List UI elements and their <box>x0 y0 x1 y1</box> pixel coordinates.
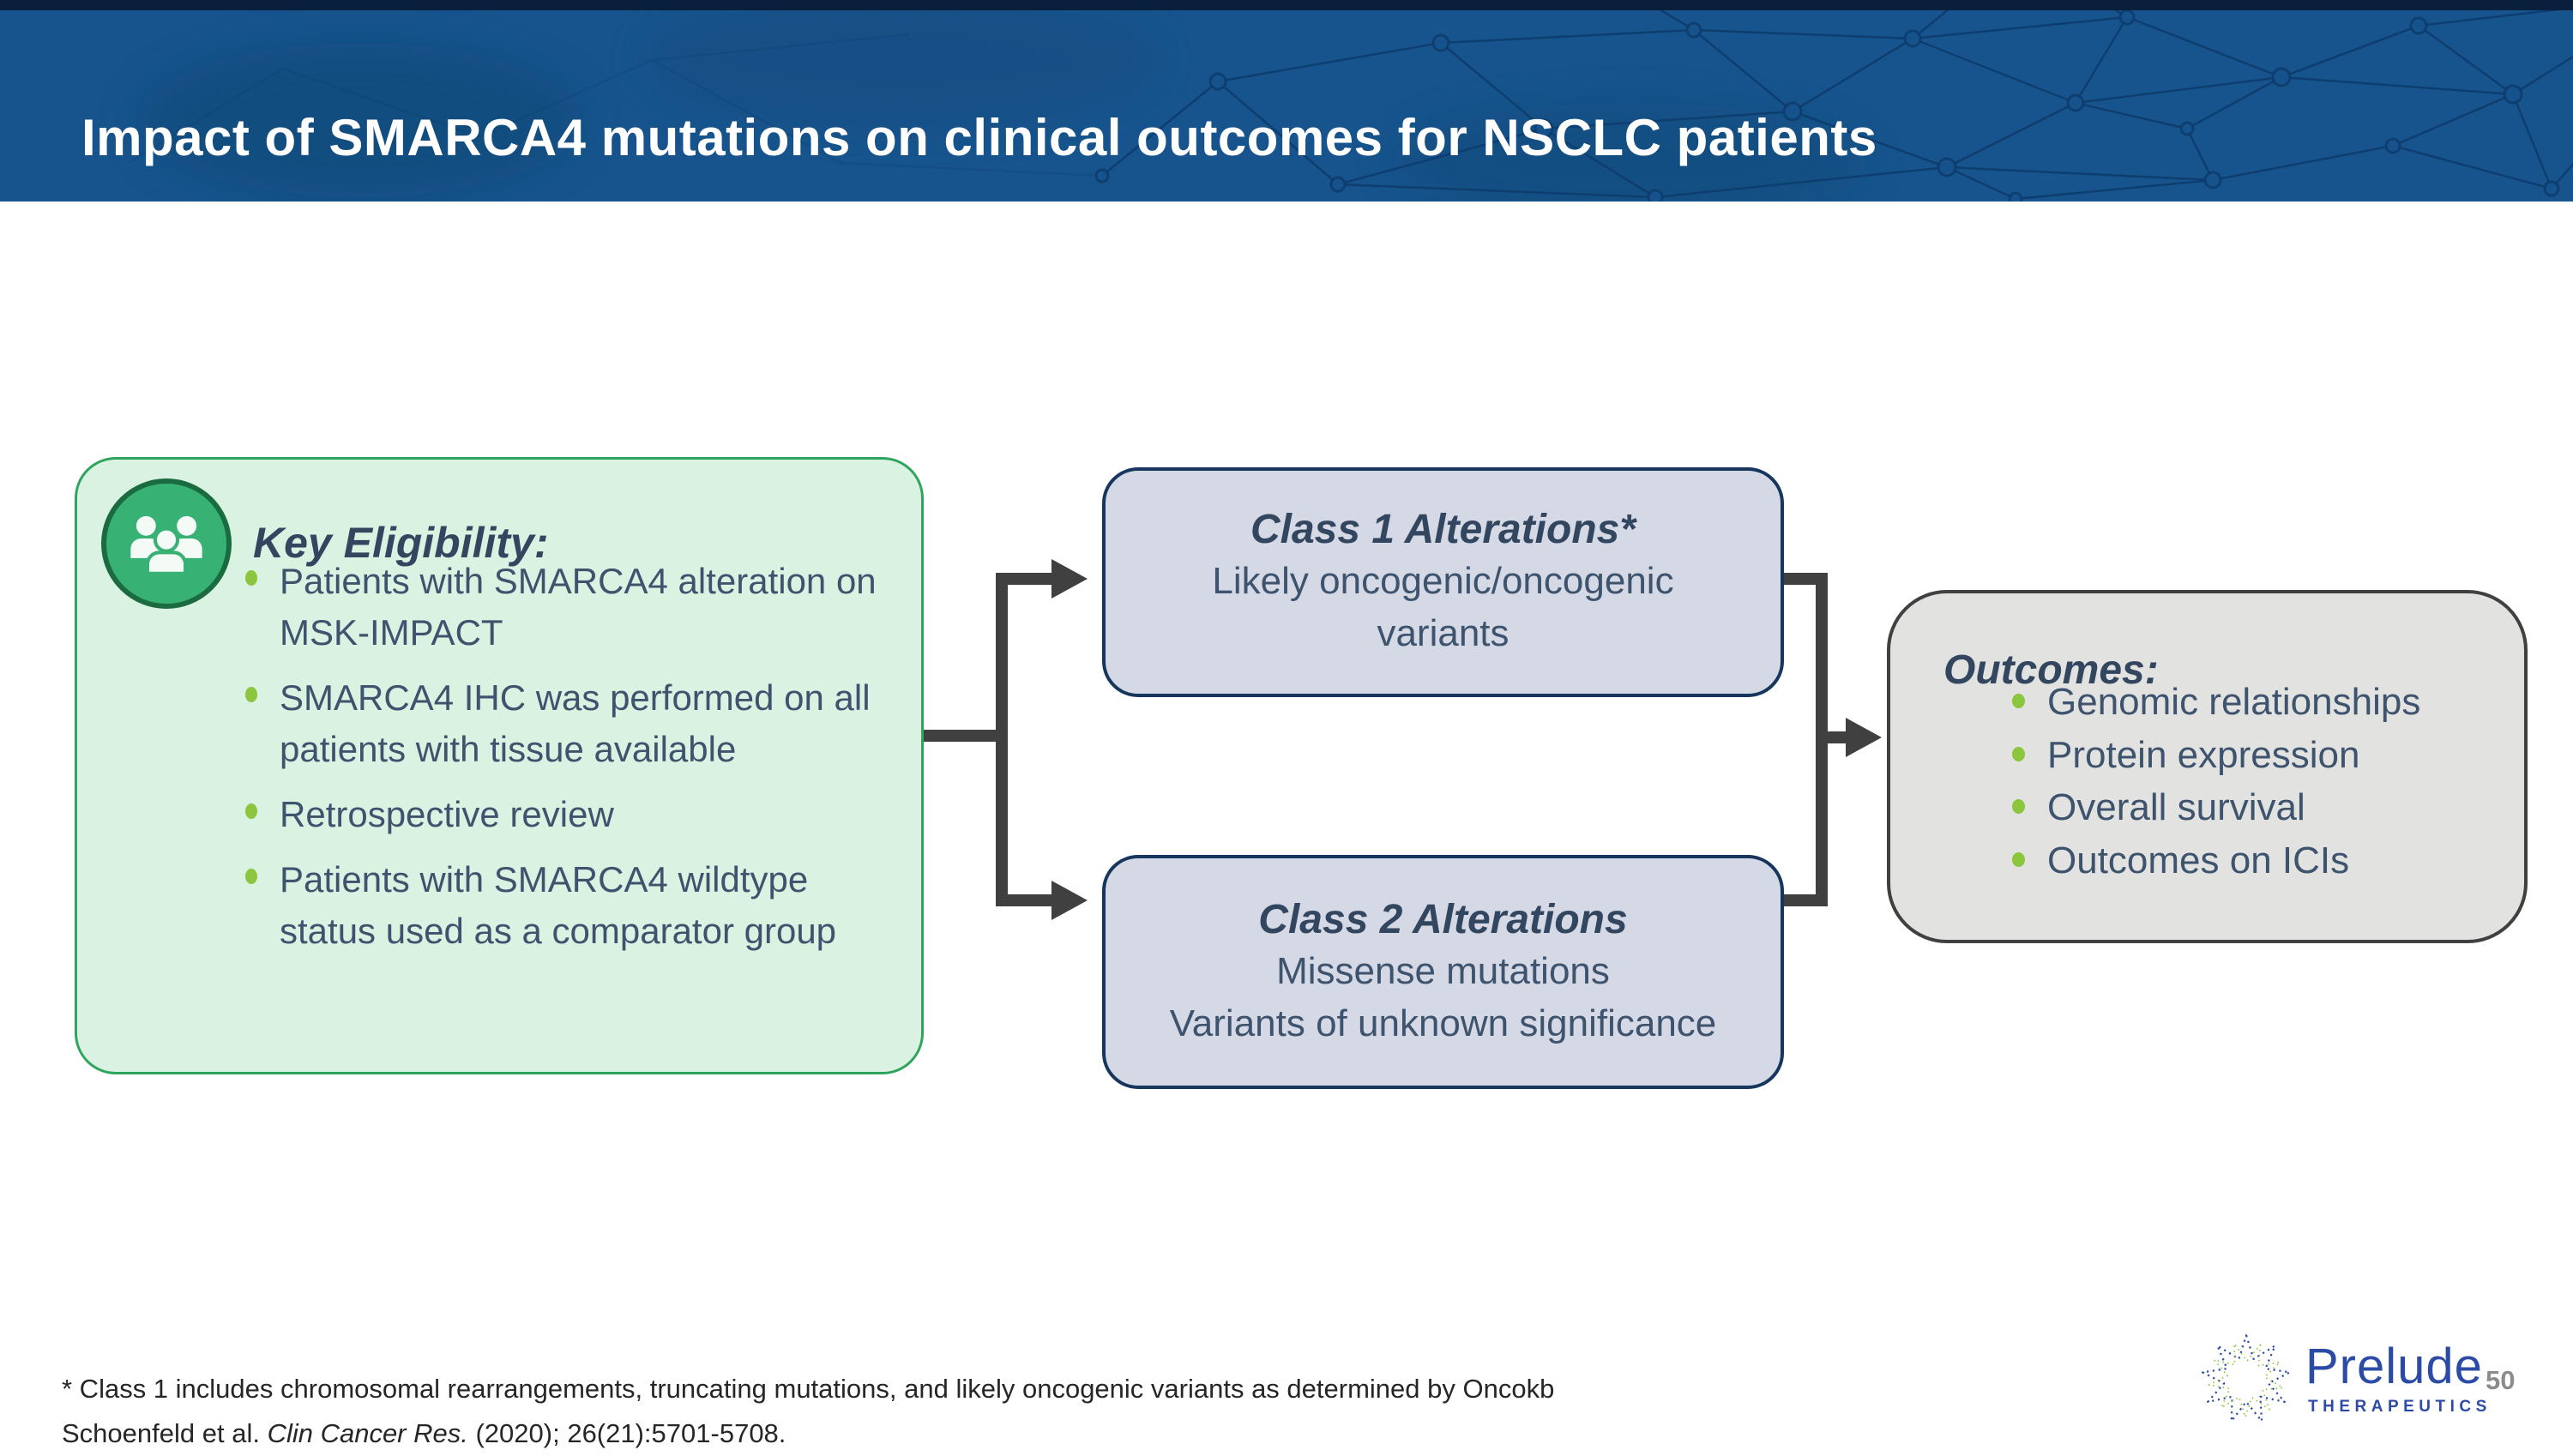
class2-title: Class 2 Alterations <box>1258 896 1628 942</box>
bullet-text: Protein expression <box>2047 733 2360 776</box>
bullet-text: Overall survival <box>2047 786 2305 829</box>
bullet-dot <box>2012 694 2025 708</box>
eligibility-bullet: SMARCA4 IHC was performed on all patient… <box>245 672 883 775</box>
outcomes-bullet: Protein expression <box>2012 729 2510 782</box>
arrowhead-class1 <box>1051 559 1088 599</box>
class1-box: Class 1 Alterations* Likely oncogenic/on… <box>1102 467 1784 697</box>
footnote-line2: Schoenfeld et al. Clin Cancer Res. (2020… <box>62 1411 1554 1456</box>
footnote-citation-prefix: Schoenfeld et al. <box>62 1418 268 1448</box>
eligibility-bullet: Patients with SMARCA4 alteration on MSK-… <box>245 556 883 659</box>
prelude-logo-wordmark: Prelude <box>2305 1339 2483 1394</box>
footnote: * Class 1 includes chromosomal rearrange… <box>62 1367 1554 1456</box>
bullet-text: Patients with SMARCA4 wildtype status us… <box>280 859 837 952</box>
eligibility-title: Key Eligibility: <box>253 518 549 567</box>
header-banner: Impact of SMARCA4 mutations on clinical … <box>0 0 2573 202</box>
class2-line1: Missense mutations <box>1276 949 1610 992</box>
outcomes-bullet-list: Genomic relationships Protein expression… <box>2012 676 2510 887</box>
bullet-text: SMARCA4 IHC was performed on all patient… <box>280 677 871 770</box>
bullet-dot <box>2012 851 2025 867</box>
outcomes-bullet: Genomic relationships <box>2012 676 2510 729</box>
bullet-dot <box>2012 799 2025 815</box>
arrowhead-class2 <box>1051 881 1088 920</box>
footnote-journal: Clin Cancer Res. <box>267 1418 468 1448</box>
outcomes-title: Outcomes: <box>1943 647 2159 693</box>
bullet-text: Outcomes on ICIs <box>2047 839 2350 881</box>
class2-line2: Variants of unknown significance <box>1169 1002 1717 1044</box>
class1-title: Class 1 Alterations* <box>1250 507 1636 553</box>
network-pattern <box>128 0 2573 202</box>
footnote-citation-suffix: (2020); 26(21):5701-5708. <box>467 1418 786 1448</box>
header-top-strip <box>0 0 2573 10</box>
class2-box: Class 2 Alterations Missense mutations V… <box>1102 855 1784 1089</box>
bullet-dot <box>245 869 257 885</box>
prelude-starburst-icon <box>2202 1334 2291 1423</box>
arrowhead-outcomes <box>1846 718 1882 757</box>
page-number: 50 <box>2486 1365 2516 1395</box>
people-group-icon <box>101 478 232 609</box>
eligibility-bullet: Patients with SMARCA4 wildtype status us… <box>245 854 883 957</box>
outcomes-bullet: Overall survival <box>2012 781 2510 834</box>
outcomes-box: Outcomes: Genomic relationships Protein … <box>1887 590 2528 943</box>
eligibility-bullet-list: Patients with SMARCA4 alteration on MSK-… <box>245 556 883 971</box>
bullet-dot <box>245 570 257 586</box>
bullet-dot <box>245 687 257 703</box>
bullet-dot <box>245 803 257 820</box>
prelude-logo-subtext: THERAPEUTICS <box>2308 1398 2492 1416</box>
bullet-text: Retrospective review <box>280 794 614 835</box>
footnote-line1: * Class 1 includes chromosomal rearrange… <box>62 1374 1555 1404</box>
bullet-text: Patients with SMARCA4 alteration on MSK-… <box>280 561 877 653</box>
eligibility-bullet: Retrospective review <box>245 789 883 840</box>
bullet-text: Genomic relationships <box>2047 681 2421 723</box>
class1-subtitle: Likely oncogenic/oncogenic variants <box>1212 560 1674 654</box>
people-group-glyph <box>130 515 202 575</box>
page-title: Impact of SMARCA4 mutations on clinical … <box>81 109 1877 167</box>
bullet-dot <box>2012 746 2025 761</box>
eligibility-box: Key Eligibility: Patients with SMARCA4 a… <box>75 457 924 1074</box>
outcomes-bullet: Outcomes on ICIs <box>2012 834 2510 887</box>
